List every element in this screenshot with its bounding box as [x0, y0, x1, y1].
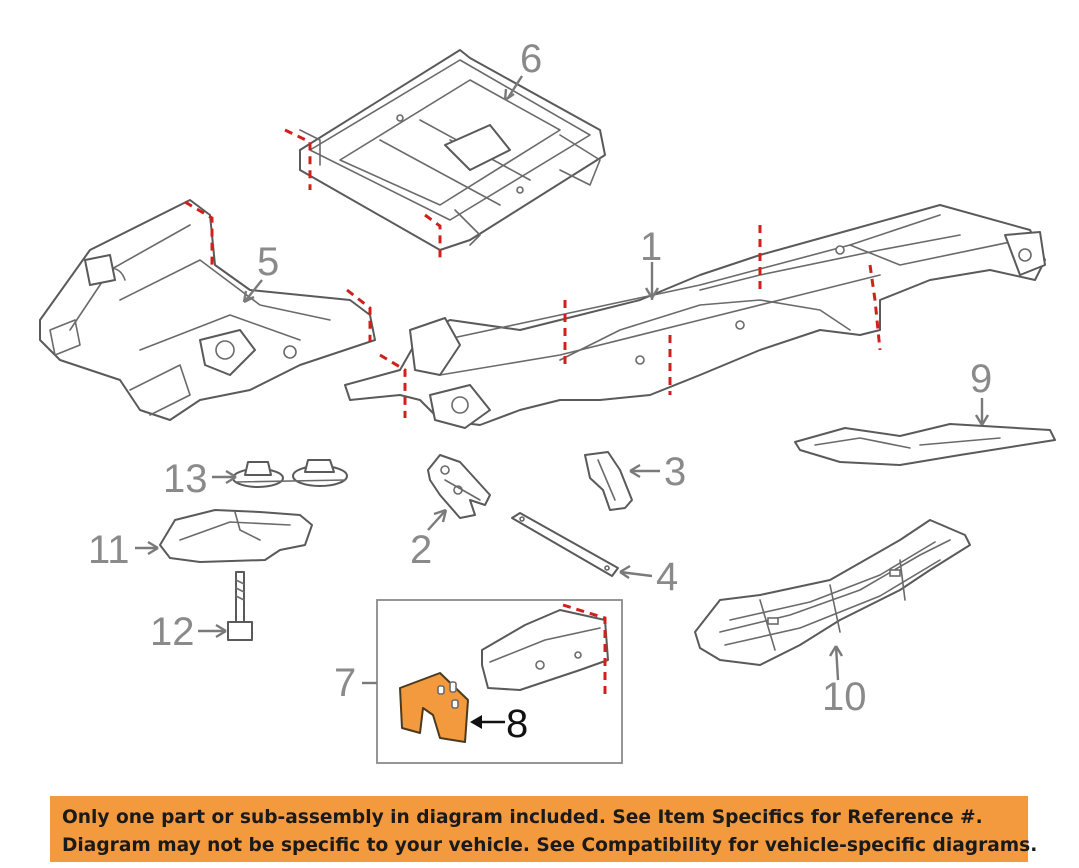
disclaimer-line-2: Diagram may not be specific to your vehi… [62, 835, 1038, 856]
part-1-frame-assembly [344, 204, 1046, 429]
callout-3: 3 [664, 450, 686, 494]
part-5-front-frame-section [39, 199, 376, 421]
callout-7: 7 [334, 661, 356, 705]
disclaimer-line-1: Only one part or sub-assembly in diagram… [62, 807, 983, 828]
leader-lines [135, 75, 990, 685]
callout-8: 8 [506, 702, 528, 746]
disclaimer-banner: Only one part or sub-assembly in diagram… [50, 796, 1038, 862]
part-13-body-mounts [232, 459, 348, 488]
callout-5: 5 [257, 240, 279, 284]
part-8-highlighted-bracket [399, 672, 469, 743]
callout-10: 10 [822, 675, 867, 719]
leader-line-8 [470, 715, 505, 729]
part-2-bracket [427, 454, 491, 519]
callout-2: 2 [410, 528, 432, 572]
callout-6: 6 [520, 37, 542, 81]
callout-1: 1 [640, 225, 662, 269]
part-3-mount-bracket [584, 451, 633, 511]
part-10-skid-plate [694, 519, 971, 666]
callout-4: 4 [656, 555, 678, 599]
part-6-rear-frame-section [284, 49, 606, 262]
callout-13: 13 [163, 457, 208, 501]
part-9-skid-plate [794, 423, 1056, 466]
part-7-assembly-box [376, 599, 623, 764]
part-11-shield [159, 509, 313, 563]
part-12-bolt [227, 571, 253, 641]
part-4-flat-bar [511, 512, 619, 577]
callout-9: 9 [970, 357, 992, 401]
callout-11: 11 [88, 528, 130, 572]
callout-12: 12 [150, 610, 195, 654]
